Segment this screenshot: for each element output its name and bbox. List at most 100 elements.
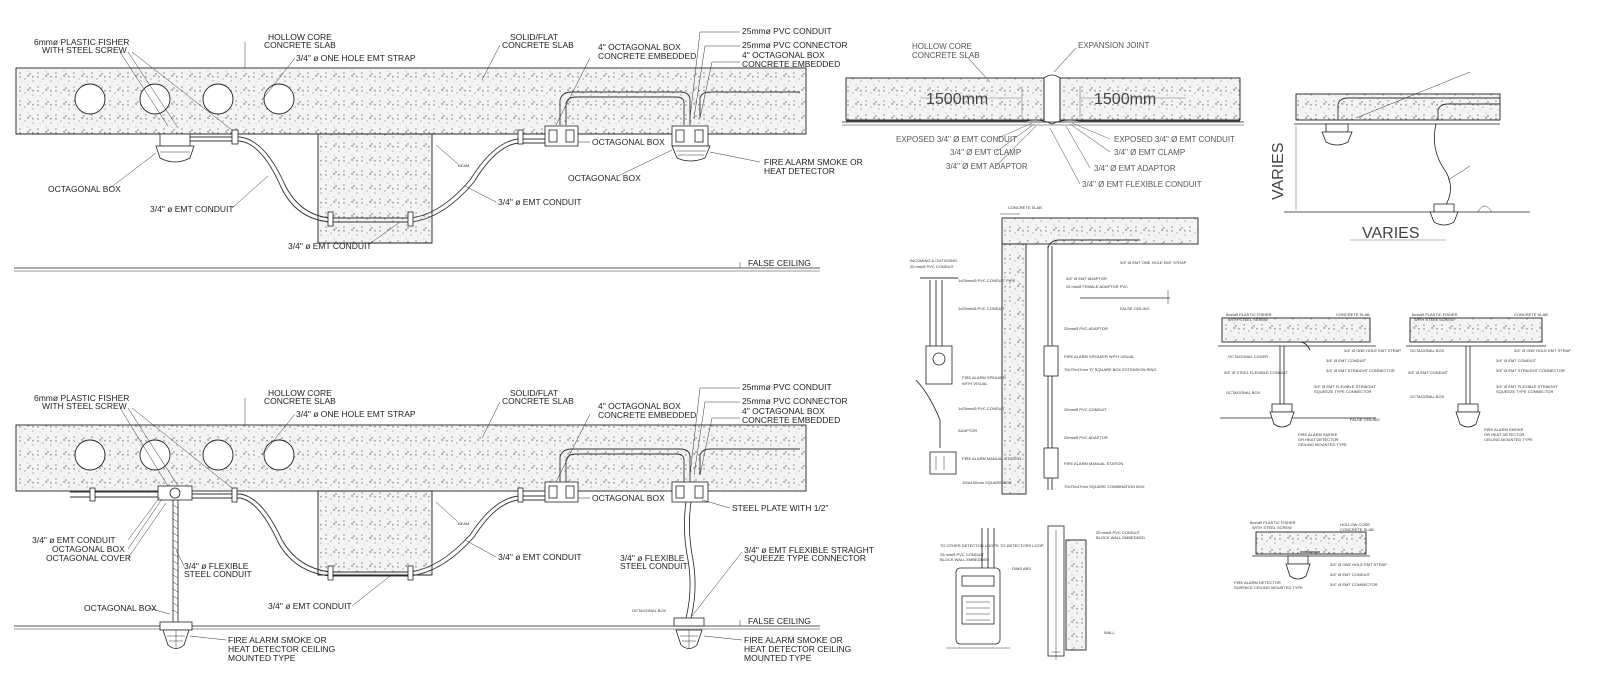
svg-text:70x70x47mm SQUARE COMBINATION: 70x70x47mm SQUARE COMBINATION BOX [1064,484,1145,489]
hollow-core [202,439,234,471]
svg-text:CEILING MOUNTED TYPE: CEILING MOUNTED TYPE [1298,442,1347,447]
pvc-connector-label: 25mmø PVC CONNECTOR [742,396,848,406]
oct-box-embedded-label-2: CONCRETE EMBEDDED [598,51,696,61]
emt-strap [407,211,414,227]
svg-text:3/4" Ø EMT CONDUIT: 3/4" Ø EMT CONDUIT [1496,358,1537,363]
svg-text:25 mmØ PVC CONDUIT: 25 mmØ PVC CONDUIT [1096,530,1141,535]
varies-vertical-label: VARIES [1270,143,1287,201]
svg-text:6mmØ PLASTIC FISHER: 6mmØ PLASTIC FISHER [1226,312,1272,317]
svg-text:TO OTHER DETECTOR LOOPS: TO OTHER DETECTOR LOOPS [940,543,999,548]
svg-text:FIRE ALARM SPEAKER WITH VISUAL: FIRE ALARM SPEAKER WITH VISUAL [1064,354,1135,359]
svg-text:TO DETECTORS LOOP: TO DETECTORS LOOP [1000,543,1044,548]
emt-conduit-left-label: 3/4" ø EMT CONDUIT [150,204,234,214]
beam [317,133,433,244]
one-hole-strap-label: 3/4" ø ONE HOLE EMT STRAP [296,409,416,419]
detector-icon [1429,211,1459,226]
svg-text:SQUEEZE TYPE CONNECTOR: SQUEEZE TYPE CONNECTOR [1496,389,1554,394]
svg-text:3/4" Ø EMT ADAPTOR: 3/4" Ø EMT ADAPTOR [1066,276,1107,281]
hollow-core [139,83,171,115]
steel-plate-label: STEEL PLATE WITH 1/2" [732,503,829,513]
beam-label: BEAM [458,521,469,526]
svg-text:WITH STEEL SCREW: WITH STEEL SCREW [1252,525,1292,530]
hollow-core-label-2: CONCRETE SLAB [264,396,336,406]
svg-text:OR HEAT DETECTOR: OR HEAT DETECTOR [1298,437,1339,442]
svg-text:3/4" Ø EMT CONDUIT: 3/4" Ø EMT CONDUIT [1326,358,1367,363]
svg-text:3/4" Ø EMT ONE HOLE EMT STRAP: 3/4" Ø EMT ONE HOLE EMT STRAP [1120,260,1187,265]
detector-left-label-2: HEAT DETECTOR CEILING [228,644,335,654]
svg-text:CEILING MOUNTED TYPE: CEILING MOUNTED TYPE [1484,437,1533,442]
emt-strap [517,129,524,145]
svg-text:100x100mm SQUARE BOX: 100x100mm SQUARE BOX [962,480,1012,485]
panel-detail: TO OTHER DETECTOR LOOPS TO DETECTORS LOO… [940,525,1145,660]
clamp-right-label: 3/4" Ø EMT CLAMP [1114,148,1185,157]
emt-conduit-right-label: 3/4" ø EMT CONDUIT [498,552,582,562]
svg-text:1x25mmØ PVC CONDUIT: 1x25mmØ PVC CONDUIT [958,306,1006,311]
hollow-core-label-2: CONCRETE SLAB [912,51,980,60]
hollow-core-label-1: HOLLOW CORE [912,42,972,51]
flexible-label: 3/4" Ø EMT FLEXIBLE CONDUIT [1082,180,1202,189]
octagonal-box [159,133,191,147]
detector-icon [1455,411,1481,428]
svg-text:1x25mmØ PVC CONDUIT: 1x25mmØ PVC CONDUIT [958,406,1006,411]
expansion-joint-detail: 1500mm 1500mm HOLLOW CORE CONCRETE SLAB … [842,41,1244,189]
fisher-label-2: WITH STEEL SCREW [42,45,127,55]
octagonal-box-mid-label: OCTAGONAL BOX [592,493,665,503]
svg-text:3/4" Ø EMT FLEXIBLE STRAIGHT: 3/4" Ø EMT FLEXIBLE STRAIGHT [1496,384,1558,389]
hollow-core [74,439,106,471]
emt-conduit [70,491,160,498]
svg-text:3/4" Ø STEEL FLEXIBLE CONDUIT: 3/4" Ø STEEL FLEXIBLE CONDUIT [1224,370,1289,375]
bottom-detail: 6mmø PLASTIC FISHER WITH STEEL SCREW HOL… [14,382,874,663]
tiny-label: CONCRETE SLAB [1008,205,1042,210]
solid-slab-label-1: SOLID/FLAT [510,388,558,398]
exposed-left-label: EXPOSED 3/4" Ø EMT CONDUIT [896,135,1017,144]
exposed-right-label: EXPOSED 3/4" Ø EMT CONDUIT [1114,135,1235,144]
flexible-conduit [684,501,696,619]
oct-box-embedded-2-label-2: CONCRETE EMBEDDED [742,415,840,425]
pvc-conduit-label: 25mmø PVC CONDUIT [742,26,832,36]
svg-text:3/4" Ø EMT CONDUIT: 3/4" Ø EMT CONDUIT [1330,572,1371,577]
svg-text:25 mmØ FEMALE ADAPTOR PVC: 25 mmØ FEMALE ADAPTOR PVC [1066,284,1128,289]
wall-device-detail: CONCRETE SLAB 3/4" Ø EMT ONE HOLE EMT ST… [910,205,1199,495]
solid-slab-label-2: CONCRETE SLAB [502,40,574,50]
svg-text:WITH STEEL SCREW: WITH STEEL SCREW [1414,317,1454,322]
octagonal-box-left-label: OCTAGONAL BOX [52,544,125,554]
detector-left-label-3: MOUNTED TYPE [228,653,296,663]
svg-text:BLOCK WALL EMBEDDED: BLOCK WALL EMBEDDED [1096,535,1145,540]
svg-text:25mmØ PVC ADAPTOR: 25mmØ PVC ADAPTOR [1064,326,1108,331]
solid-slab-label-2: CONCRETE SLAB [502,396,574,406]
flex-steel-label-1: 3/4" ø FLEXIBLE [184,561,249,571]
oct-box-embedded-2-label-1: 4" OCTAGONAL BOX [742,50,825,60]
svg-text:FALSE CEILING: FALSE CEILING [1120,306,1150,311]
svg-text:CONCRETE SLAB: CONCRETE SLAB [1340,527,1374,532]
svg-text:OCTAGONAL BOX: OCTAGONAL BOX [1410,394,1445,399]
manual-station [929,451,957,475]
svg-text:3/4" Ø ONE HOLE EMT STRAP: 3/4" Ø ONE HOLE EMT STRAP [1330,562,1387,567]
small-details-right: 6mmØ PLASTIC FISHER WITH STEEL SCREW CON… [1218,312,1571,590]
beam-label: BEAM [458,163,469,168]
svg-text:FIRE ALARM SMOKE: FIRE ALARM SMOKE [1484,427,1524,432]
svg-text:DIMS ABS: DIMS ABS [1012,566,1031,571]
svg-text:OCTAGONAL BOX: OCTAGONAL BOX [1410,348,1445,353]
oct-box-embedded-2-label-1: 4" OCTAGONAL BOX [742,406,825,416]
svg-text:OR HEAT DETECTOR: OR HEAT DETECTOR [1484,432,1525,437]
pvc-conduit-label: 25mmø PVC CONDUIT [742,382,832,392]
svg-text:6mmØ PLASTIC FISHER: 6mmØ PLASTIC FISHER [1250,520,1296,525]
oct-box-embedded-label-2: CONCRETE EMBEDDED [598,410,696,420]
emt-conduit-bottom-label: 3/4" ø EMT CONDUIT [268,601,352,611]
hollow-core-label-1: HOLLOW CORE [268,388,332,398]
clamp-left-label: 3/4" Ø EMT CLAMP [950,148,1021,157]
svg-text:SQUEEZE TYPE CONNECTOR: SQUEEZE TYPE CONNECTOR [1314,389,1372,394]
expansion-joint-label: EXPANSION JOINT [1078,41,1150,50]
concrete-wall [1001,243,1027,495]
svg-text:3/4" Ø EMT CONDUIT: 3/4" Ø EMT CONDUIT [1408,370,1449,375]
octagonal-box-low-label: OCTAGONAL BOX [84,603,157,613]
svg-text:3/4" Ø EMT CONNECTOR: 3/4" Ø EMT CONNECTOR [1330,582,1378,587]
detector-right-label-3: MOUNTED TYPE [744,653,812,663]
svg-text:FIRE ALARM SMOKE: FIRE ALARM SMOKE [1298,432,1338,437]
octagonal-box-mid-label: OCTAGONAL BOX [592,137,665,147]
svg-text:FIRE ALARM SPEAKER: FIRE ALARM SPEAKER [962,375,1006,380]
detector-icon [671,145,711,162]
emt-strap [231,129,239,145]
svg-text:25mmØ PVC ADAPTOR: 25mmØ PVC ADAPTOR [1064,435,1108,440]
flexible-conduit [1433,123,1451,209]
